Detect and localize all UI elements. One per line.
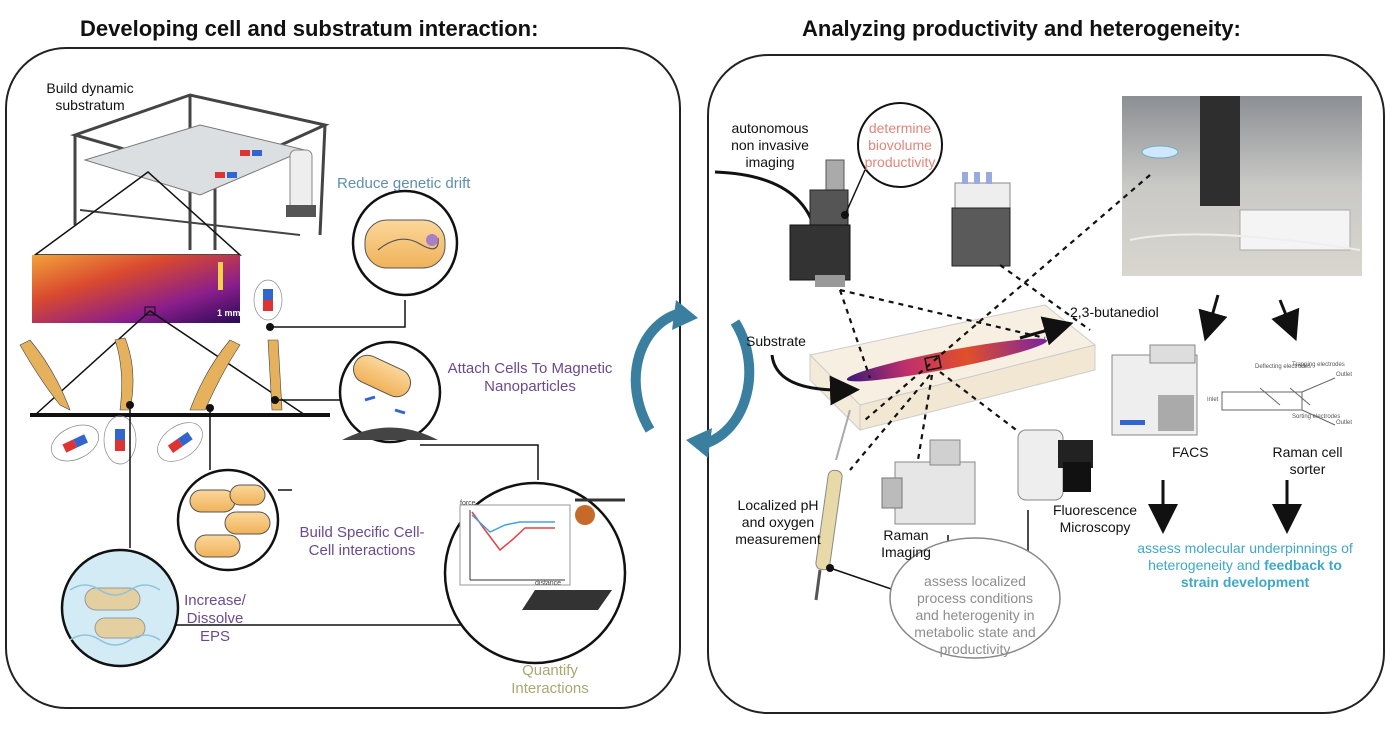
feedback-text: feedback to strain development — [1180, 557, 1342, 590]
autonomous-label: autonomous non invasive imaging — [731, 120, 809, 170]
build-dynamic-label: Build dynamic substratum — [46, 80, 134, 113]
outlet-1-label: Outlet — [1336, 372, 1353, 378]
distance-axis-label: distance — [535, 580, 562, 587]
force-axis-label: force — [460, 500, 476, 507]
facs-instrument — [1111, 344, 1198, 436]
camera-icon — [714, 159, 851, 287]
fluorescence-microscope — [1017, 429, 1093, 501]
attach-cells-label: Attach Cells To Magnetic Nanoparticles — [447, 360, 613, 395]
raman-imaging-instrument — [881, 439, 976, 525]
biofilm-clusters — [19, 337, 283, 411]
trapping-label: Trapping electrodes — [1292, 362, 1345, 368]
attach-cells-circle — [338, 340, 442, 444]
ph-label: Localized pH and oxygen measurement — [735, 497, 821, 547]
zoom-triangle — [33, 310, 308, 416]
quantify-circle — [443, 481, 627, 665]
left-panel — [5, 47, 681, 709]
lab-photo — [1122, 96, 1362, 276]
ph-dot — [826, 564, 834, 572]
reduce-drift-circle — [351, 189, 459, 297]
deflecting-label: Deflecting electrodes — [1255, 364, 1312, 370]
flow-chamber — [808, 304, 1097, 432]
sorting-label: Sorting electrodes — [1292, 414, 1341, 420]
left-connectors — [129, 300, 539, 626]
heatmap-zoom-box — [144, 306, 156, 316]
substrate-label: Substrate — [746, 333, 806, 349]
eps-circle — [60, 548, 180, 668]
raman-sorter-label: Raman cell sorter — [1272, 444, 1343, 477]
substrate-arrow — [770, 354, 860, 406]
reduce-drift-label: Reduce genetic drift — [337, 175, 471, 192]
hplc-instrument — [951, 172, 1011, 267]
eps-label: Increase/ Dissolve EPS — [184, 592, 246, 645]
substratum-plates — [83, 124, 307, 196]
product-arrow — [1019, 316, 1074, 346]
facs-label: FACS — [1172, 444, 1209, 460]
heatmap-colorbar — [218, 262, 223, 290]
right-title: Analyzing productivity and heterogeneity… — [802, 16, 1241, 41]
photo-arrow-sorter — [1271, 299, 1300, 342]
photo-arrow-facs — [1198, 294, 1228, 342]
right-panel — [707, 54, 1385, 714]
inlet-label: Inlet — [1207, 397, 1219, 403]
assess-localized-ellipse — [889, 537, 1061, 659]
raman-sorter-schematic — [1221, 377, 1336, 426]
cycle-arrows — [630, 300, 755, 458]
quantify-label: Quantify Interactions — [511, 662, 589, 697]
gantry-frame — [70, 93, 330, 250]
fluorescence-label: Fluorescence Microscopy — [1052, 502, 1138, 535]
assess-molecular-text: assess molecular underpinnings of hetero… — [1137, 540, 1353, 573]
connector-dots — [126, 323, 279, 629]
butanediol-label: 2,3-butanediol — [1070, 304, 1159, 320]
assess-localized-label: assess localized process conditions and … — [914, 573, 1036, 657]
ph-probe-icon — [814, 409, 851, 601]
magnet-icons — [51, 279, 283, 465]
biovolume-label: determine biovolume productivity — [864, 120, 936, 170]
raman-imaging-label: Raman Imaging — [881, 527, 931, 560]
outlet-2-label: Outlet — [1336, 420, 1353, 426]
heatmap-image — [32, 255, 240, 323]
biovolume-circle — [841, 102, 943, 219]
assess-molecular-label: assess molecular underpinnings of hetero… — [1135, 540, 1355, 591]
scale-bar-label: 1 mm — [217, 308, 241, 318]
robot-arm-icon — [286, 149, 316, 217]
cell-cell-circle — [176, 468, 280, 572]
build-cell-cell-label: Build Specific Cell-Cell interactions — [299, 524, 425, 559]
left-title: Developing cell and substratum interacti… — [80, 16, 539, 41]
